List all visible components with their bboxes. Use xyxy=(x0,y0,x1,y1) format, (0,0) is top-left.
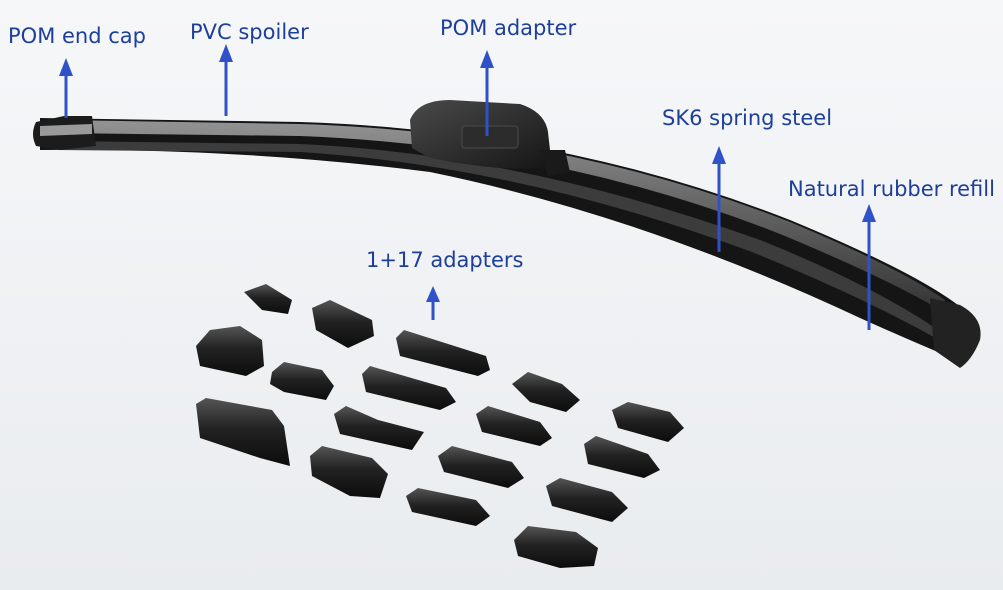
adapter-part xyxy=(362,366,456,410)
wiper-blade xyxy=(33,100,981,368)
adapter-part xyxy=(396,330,490,376)
arrow-head xyxy=(862,204,876,222)
adapter-part xyxy=(270,362,334,400)
arrow-head xyxy=(480,50,494,68)
adapter-part xyxy=(334,406,424,450)
adapter-part xyxy=(406,488,490,526)
adapter-clip xyxy=(540,150,570,176)
callout-arrows xyxy=(59,44,876,330)
adapter-part xyxy=(438,446,524,488)
label-adapters-set: 1+17 adapters xyxy=(366,248,524,272)
adapter-part xyxy=(310,446,388,498)
spring-steel-strip xyxy=(60,120,945,310)
adapter-part xyxy=(196,326,264,376)
far-end-cap xyxy=(930,298,981,368)
label-rubber-refill: Natural rubber refill xyxy=(788,177,995,201)
adapter-part xyxy=(312,300,374,348)
adapter-part xyxy=(244,284,292,314)
arrow-head xyxy=(219,44,233,62)
adapter-part xyxy=(546,478,628,522)
adapter-part xyxy=(512,372,580,412)
label-adapter: POM adapter xyxy=(440,16,577,40)
arrow-head xyxy=(712,146,726,164)
label-spring-steel: SK6 spring steel xyxy=(662,106,833,130)
adapter-set xyxy=(196,284,684,568)
adapter-part xyxy=(476,406,552,446)
label-end-cap: POM end cap xyxy=(8,24,146,48)
adapter-part xyxy=(584,436,660,478)
arrow-head xyxy=(59,58,73,76)
adapter-part xyxy=(514,526,598,568)
label-spoiler: PVC spoiler xyxy=(190,20,309,44)
end-cap-silver xyxy=(40,124,92,136)
adapter-latch xyxy=(461,125,519,149)
adapter-part xyxy=(612,402,684,442)
arrow-head xyxy=(426,286,440,302)
adapter-part xyxy=(196,398,290,466)
